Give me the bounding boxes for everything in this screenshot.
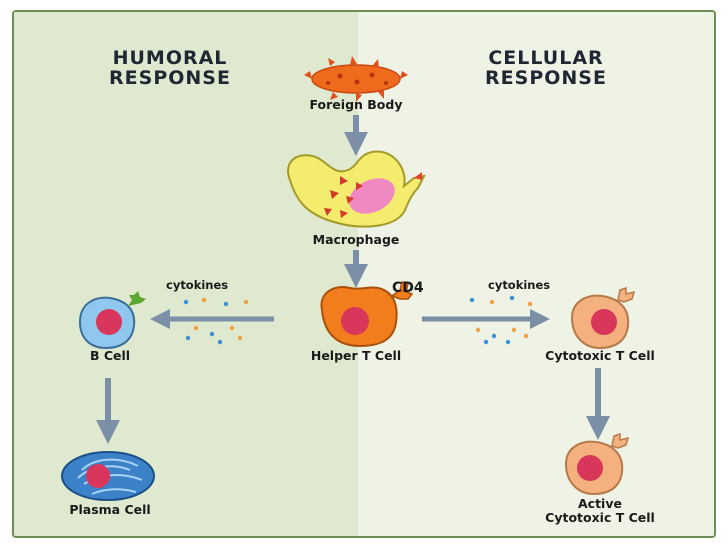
cd4-label: CD4 — [392, 280, 424, 296]
cytokines-left-dots — [183, 297, 249, 345]
humoral-heading-line1: HUMORAL — [112, 47, 228, 69]
cellular-heading-line1: CELLULAR — [488, 47, 604, 69]
humoral-panel — [14, 12, 358, 536]
cytotoxic-t-cell-label: Cytotoxic T Cell — [545, 348, 655, 363]
cellular-panel — [358, 12, 714, 536]
macrophage-shape — [287, 150, 426, 228]
helper-t-cell-shape — [320, 281, 414, 348]
cytokines-left-label: cytokines — [166, 278, 229, 292]
macrophage-label: Macrophage — [312, 232, 400, 247]
active-label-line1: Active — [578, 496, 622, 511]
cytotoxic-t-cell-shape — [570, 286, 636, 350]
active-label-line2: Cytotoxic T Cell — [545, 510, 655, 525]
diagram-frame — [12, 10, 716, 538]
helper-t-cell-label: Helper T Cell — [310, 348, 402, 363]
plasma-cell-label: Plasma Cell — [69, 502, 151, 517]
humoral-heading-line2: RESPONSE — [109, 67, 231, 89]
active-cytotoxic-t-cell-shape — [564, 432, 630, 496]
b-cell-label: B Cell — [89, 348, 131, 363]
foreign-body-shape — [304, 56, 408, 102]
cytokines-right-label: cytokines — [488, 278, 551, 292]
b-cell-shape — [78, 291, 146, 350]
plasma-cell-shape — [61, 451, 155, 501]
foreign-body-label: Foreign Body — [309, 97, 403, 112]
cytokines-right-dots — [469, 295, 533, 345]
cellular-heading-line2: RESPONSE — [485, 67, 607, 89]
